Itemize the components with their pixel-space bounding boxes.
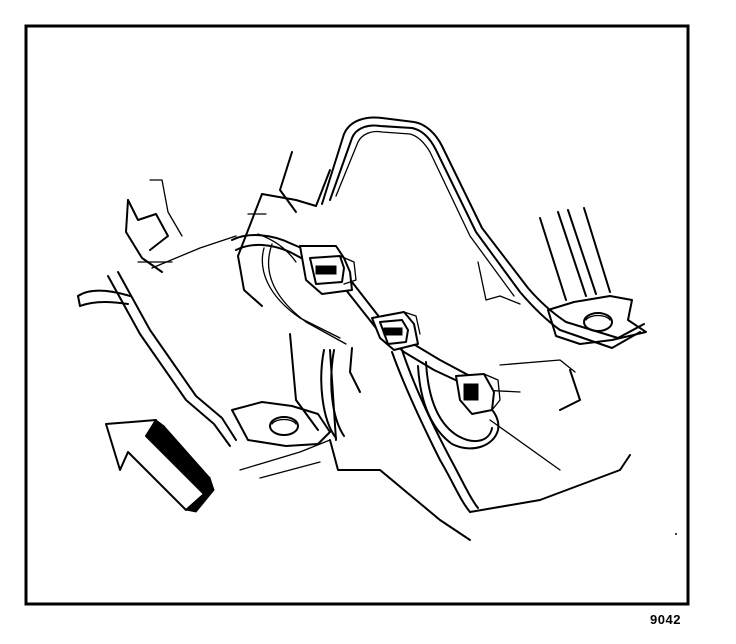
figure-frame	[24, 24, 690, 606]
left-mount-bracket	[231, 401, 331, 447]
left-frame-bracket	[125, 179, 237, 273]
wiring-harness	[321, 116, 645, 349]
direction-arrow	[105, 419, 215, 513]
center-upper-member	[237, 151, 331, 307]
middle-connector	[371, 311, 421, 351]
lower-harness	[391, 349, 500, 513]
right-posts	[477, 207, 611, 305]
upper-connector	[299, 245, 357, 295]
stray-dot	[675, 533, 677, 535]
lower-connector	[455, 373, 501, 415]
figure-number: 9042	[650, 612, 681, 627]
left-down-harness	[320, 347, 361, 439]
loose-wire-left	[77, 289, 131, 307]
